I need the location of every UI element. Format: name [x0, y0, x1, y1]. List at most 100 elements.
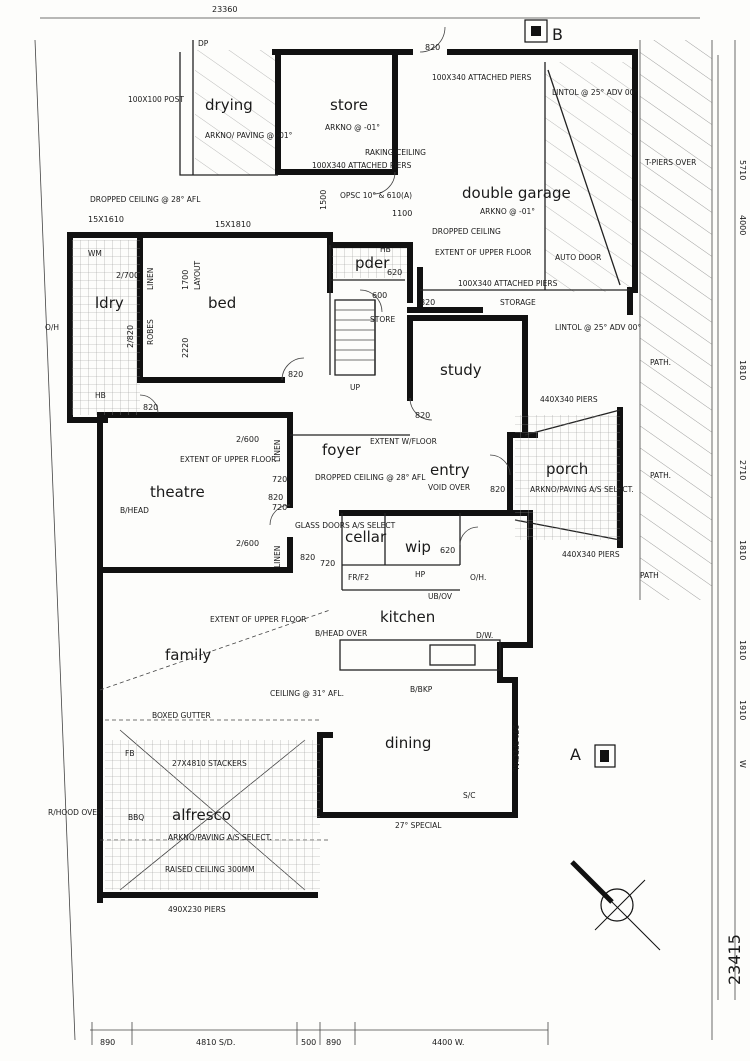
svg-text:2220: 2220 [181, 338, 190, 358]
svg-text:PATH.: PATH. [650, 358, 671, 367]
svg-text:1910: 1910 [738, 700, 747, 720]
right-dimensions: 5710 4000 1810 2710 1810 1810 1910 W [717, 40, 747, 1000]
svg-text:LINEN: LINEN [273, 440, 282, 462]
svg-text:ARKNO/ PAVING @ -01°: ARKNO/ PAVING @ -01° [205, 131, 293, 140]
pder-tiles [332, 248, 407, 278]
staircase: UP [334, 299, 376, 392]
svg-text:HB: HB [380, 245, 391, 254]
room-family: family [165, 646, 211, 664]
room-bed: bed [208, 294, 236, 312]
svg-text:ROBES: ROBES [146, 319, 155, 345]
room-pder: pder [355, 254, 390, 272]
svg-text:820: 820 [268, 493, 283, 502]
svg-text:720: 720 [272, 475, 287, 484]
svg-text:O/H.: O/H. [470, 573, 486, 582]
svg-text:A: A [570, 745, 581, 764]
svg-text:FR/F2: FR/F2 [348, 573, 369, 582]
svg-text:STORAGE: STORAGE [500, 298, 536, 307]
svg-text:820: 820 [425, 43, 440, 52]
top-dimension: 23360 [212, 5, 237, 14]
svg-text:1100: 1100 [392, 209, 412, 218]
svg-text:W: W [738, 760, 747, 768]
walls [67, 49, 638, 903]
svg-text:100X340 ATTACHED PIERS: 100X340 ATTACHED PIERS [312, 161, 412, 170]
svg-text:DROPPED CEILING @ 28° AFL: DROPPED CEILING @ 28° AFL [90, 195, 201, 204]
svg-text:D/W.: D/W. [476, 631, 493, 640]
svg-text:DP: DP [198, 39, 209, 48]
svg-text:620: 620 [387, 268, 402, 277]
lot-number: 23415 [725, 934, 744, 985]
svg-text:LINTOL @ 25° ADV 00°: LINTOL @ 25° ADV 00° [555, 323, 641, 332]
driveway-hatch [640, 40, 712, 600]
svg-text:BBQ: BBQ [128, 813, 144, 822]
alfresco-tiles [105, 740, 320, 890]
svg-text:820: 820 [288, 370, 303, 379]
svg-text:1810: 1810 [738, 360, 747, 380]
svg-text:820: 820 [415, 411, 430, 420]
room-theatre: theatre [150, 483, 205, 501]
svg-text:2/820: 2/820 [126, 325, 135, 348]
svg-text:2/600: 2/600 [236, 539, 259, 548]
svg-text:1810: 1810 [738, 540, 747, 560]
svg-text:2/600: 2/600 [236, 435, 259, 444]
svg-text:2710: 2710 [738, 460, 747, 480]
section-marker-a: A [570, 744, 616, 768]
svg-text:490X230 PIERS: 490X230 PIERS [168, 905, 226, 914]
svg-text:1810: 1810 [738, 640, 747, 660]
porch-tiles [515, 415, 620, 540]
svg-text:820: 820 [490, 485, 505, 494]
svg-text:600: 600 [372, 291, 387, 300]
svg-text:DROPPED CEILING: DROPPED CEILING [432, 227, 501, 236]
svg-text:HB: HB [95, 391, 106, 400]
bottom-dimensions: 890 4810 S/D. 500 890 4400 W. [90, 1022, 549, 1047]
svg-text:LINEN: LINEN [273, 546, 282, 568]
svg-text:R/HOOD OVER: R/HOOD OVER [48, 808, 102, 817]
room-cellar: cellar [345, 528, 387, 546]
room-wip: wip [405, 538, 431, 556]
room-store: store [330, 96, 368, 114]
svg-text:RAKING CEILING: RAKING CEILING [365, 148, 426, 157]
svg-text:GLASS DOORS A/S SELECT: GLASS DOORS A/S SELECT [295, 521, 396, 530]
svg-text:4400 W.: 4400 W. [432, 1038, 464, 1047]
svg-text:LINTOL @ 25° ADV 00°: LINTOL @ 25° ADV 00° [552, 88, 638, 97]
svg-text:B/BKP: B/BKP [410, 685, 433, 694]
svg-text:720: 720 [320, 559, 335, 568]
svg-text:440X340 PIERS: 440X340 PIERS [540, 395, 598, 404]
svg-text:15X1610: 15X1610 [88, 215, 124, 224]
svg-text:S/C: S/C [463, 791, 476, 800]
door-swings [139, 26, 511, 546]
svg-text:820: 820 [300, 553, 315, 562]
section-marker-b: B [524, 19, 563, 44]
svg-text:EXTENT OF UPPER FLOOR: EXTENT OF UPPER FLOOR [210, 615, 306, 624]
svg-text:LAYOUT: LAYOUT [193, 261, 202, 290]
svg-text:T-PIERS OVER: T-PIERS OVER [644, 158, 696, 167]
room-porch: porch [546, 460, 588, 478]
svg-text:B/HEAD: B/HEAD [120, 506, 149, 515]
svg-text:4810 S/D.: 4810 S/D. [196, 1038, 235, 1047]
svg-text:EXTENT W/FLOOR: EXTENT W/FLOOR [370, 437, 437, 446]
svg-text:UB/OV: UB/OV [428, 592, 453, 601]
svg-text:4000: 4000 [738, 215, 747, 235]
svg-text:ARKNO @ -01°: ARKNO @ -01° [480, 207, 535, 216]
svg-text:WM: WM [88, 249, 102, 258]
ldry-tiles [72, 240, 140, 415]
svg-text:EXTENT OF UPPER FLOOR: EXTENT OF UPPER FLOOR [180, 455, 276, 464]
svg-text:STORE: STORE [370, 315, 395, 324]
svg-text:1500: 1500 [319, 190, 328, 210]
svg-text:27° SPECIAL: 27° SPECIAL [511, 725, 520, 772]
svg-text:VOID OVER: VOID OVER [428, 483, 470, 492]
svg-text:BOXED GUTTER: BOXED GUTTER [152, 711, 211, 720]
svg-text:FB: FB [125, 749, 134, 758]
svg-text:EXTENT OF UPPER FLOOR: EXTENT OF UPPER FLOOR [435, 248, 531, 257]
svg-text:O/H: O/H [45, 323, 59, 332]
room-entry: entry [430, 461, 470, 479]
svg-text:100X100 POST: 100X100 POST [128, 95, 184, 104]
svg-text:100X340 ATTACHED PIERS: 100X340 ATTACHED PIERS [432, 73, 532, 82]
room-kitchen: kitchen [380, 608, 435, 626]
svg-text:820: 820 [143, 403, 158, 412]
svg-text:1700: 1700 [181, 270, 190, 290]
svg-text:ARKNO @ -01°: ARKNO @ -01° [325, 123, 380, 132]
svg-text:2/700: 2/700 [116, 271, 139, 280]
svg-text:ARKNO/PAVING A/S SELECT.: ARKNO/PAVING A/S SELECT. [530, 485, 634, 494]
